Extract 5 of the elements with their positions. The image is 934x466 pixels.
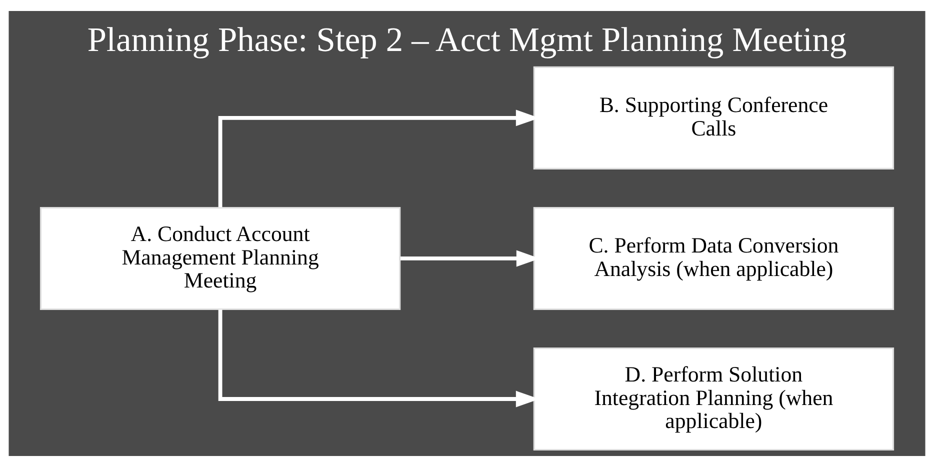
node-box: D. Perform Solution Integration Planning (when applicable) [533,346,894,450]
node-box: B. Supporting Conference Calls [533,66,894,169]
diagram-title: Planning Phase: Step 2 – Acct Mgmt Planning Meeting [87,20,847,58]
node-box: C. Perform Data Conversion Analysis (when applicable) [533,206,894,310]
node-box: A. Conduct Account Management Planning Meeting [40,206,401,310]
